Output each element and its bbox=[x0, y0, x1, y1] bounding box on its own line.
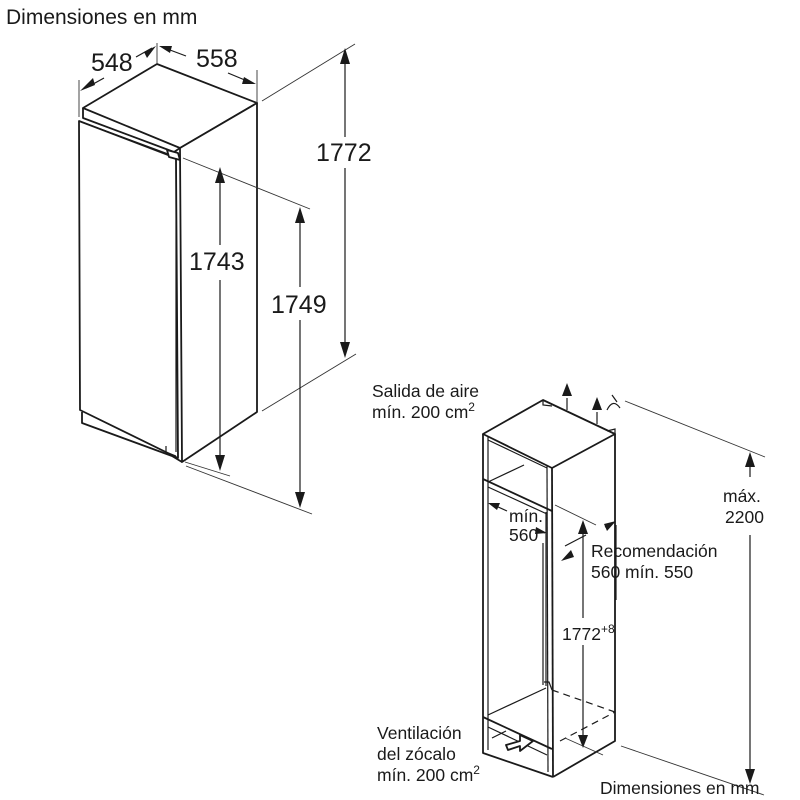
plinth-vent-label-line3: mín. 200 cm2 bbox=[377, 763, 480, 785]
recommendation-label-line1: Recomendación bbox=[591, 541, 717, 561]
dim-depth-548: 548 bbox=[91, 49, 133, 77]
min-width-label-line2: 560 bbox=[509, 525, 538, 545]
title-dimensions-bottom: Dimensiones en mm bbox=[600, 778, 760, 798]
ceiling-symbol-icon bbox=[606, 394, 621, 411]
air-outlet-label-line1: Salida de aire bbox=[372, 381, 479, 401]
min-width-label-line1: mín. bbox=[509, 506, 543, 526]
dim-width-558: 558 bbox=[196, 45, 238, 73]
niche-front-left-post bbox=[482, 434, 554, 778]
air-outlet-arrow-icon bbox=[592, 397, 602, 410]
plinth-vent-label-line1: Ventilación bbox=[377, 723, 462, 743]
appliance-top-strip bbox=[82, 108, 181, 153]
title-dimensions-top: Dimensiones en mm bbox=[6, 6, 197, 29]
niche-drawing: máx. 2200 mín. 560 Recomendación 560 mín… bbox=[372, 381, 766, 796]
appliance-drawing: 548 558 1772 1743 1749 bbox=[78, 43, 372, 515]
appliance-side-face bbox=[179, 102, 258, 463]
air-outlet-label-line2: mín. 200 cm2 bbox=[372, 400, 475, 422]
max-height-label-line1: máx. bbox=[723, 486, 761, 506]
recommendation-label-line2: 560 mín. 550 bbox=[591, 562, 693, 582]
appliance-door bbox=[78, 120, 179, 459]
max-height-label-line2: 2200 bbox=[725, 507, 764, 527]
plinth-vent-arrow-icon bbox=[505, 734, 534, 752]
plinth-vent-label-line2: del zócalo bbox=[377, 744, 456, 764]
dim-height-1749: 1749 bbox=[271, 291, 327, 319]
niche-top-panel bbox=[482, 399, 616, 469]
air-outlet-arrow-icon bbox=[562, 383, 572, 396]
dim-height-1743: 1743 bbox=[189, 248, 245, 276]
door-handle bbox=[166, 149, 181, 161]
appliance-plinth bbox=[81, 412, 183, 463]
dim-height-1772: 1772 bbox=[316, 139, 372, 167]
plinth-foot bbox=[165, 446, 177, 457]
niche-front-right-post bbox=[551, 467, 554, 778]
niche-right-panel bbox=[552, 434, 616, 778]
door-top-edge bbox=[78, 120, 169, 155]
niche-height-label: 1772+8 bbox=[562, 622, 615, 644]
